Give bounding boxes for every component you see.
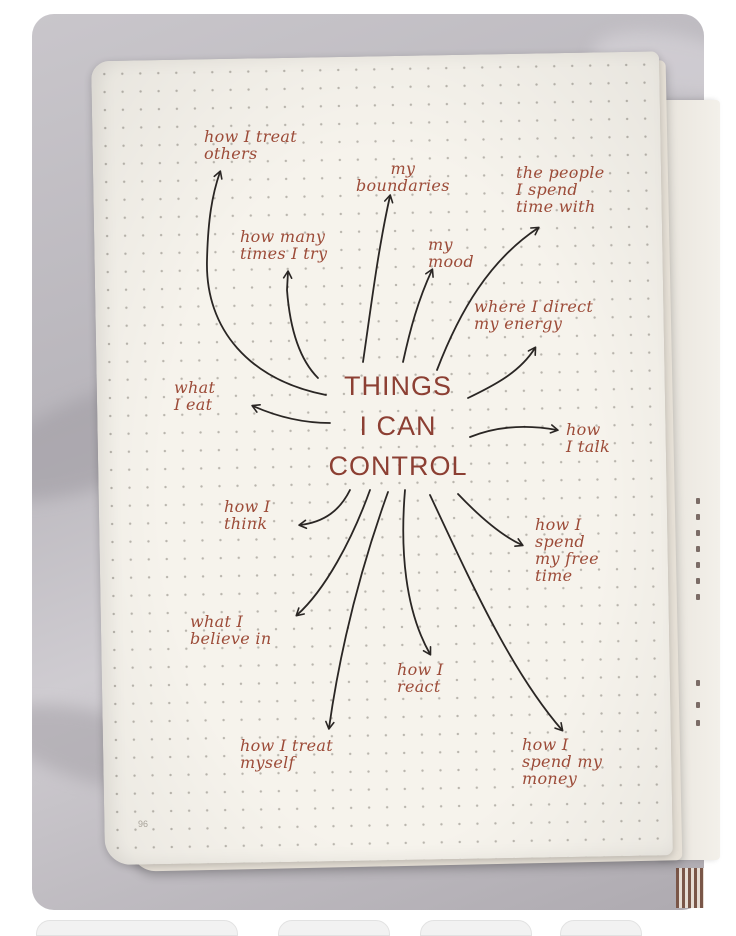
label-how-i-spend-free-time: how I spend my free time	[535, 515, 599, 585]
arrow-energy	[467, 346, 537, 399]
label-the-people: the people I spend time with	[516, 163, 605, 216]
arrow-others	[206, 170, 327, 396]
arrow-eat	[251, 403, 331, 424]
arrow-boundaries	[362, 194, 394, 363]
centre-title: THINGS I CAN CONTROL	[318, 366, 478, 486]
arrow-think	[298, 489, 351, 530]
bottom-tab-strip	[0, 914, 736, 936]
title-line-control: CONTROL	[328, 451, 468, 481]
arrow-money	[429, 494, 564, 732]
label-how-many-times: how many times I try	[240, 227, 328, 263]
margin-mark	[696, 578, 700, 584]
label-how-i-think: how I think	[224, 497, 271, 533]
notebook-binding	[676, 868, 704, 908]
bottom-tab[interactable]	[420, 920, 532, 936]
arrow-myself	[325, 491, 389, 730]
page-number: 96	[138, 819, 149, 829]
bottom-tab[interactable]	[36, 920, 238, 936]
label-what-i-believe: what I believe in	[190, 612, 272, 648]
margin-mark	[696, 680, 700, 686]
arrow-how-many	[282, 270, 319, 379]
margin-mark	[696, 594, 700, 600]
margin-mark	[696, 546, 700, 552]
label-how-i-spend-money: how I spend my money	[522, 735, 603, 788]
label-my-mood: my mood	[428, 235, 474, 271]
margin-mark	[696, 562, 700, 568]
arrow-mood	[402, 268, 434, 363]
title-line-things: THINGS	[343, 371, 452, 401]
label-how-i-react: how I react	[397, 660, 444, 696]
label-how-i-treat-others: how I treat others	[204, 127, 297, 163]
label-how-i-talk: how I talk	[566, 420, 610, 456]
margin-mark	[696, 702, 700, 708]
margin-mark	[696, 530, 700, 536]
label-my-boundaries: my boundaries	[356, 159, 450, 195]
arrow-free-time	[457, 493, 524, 547]
margin-mark	[696, 498, 700, 504]
arrow-people	[436, 226, 540, 371]
arrow-react	[402, 489, 432, 656]
label-where-i-direct: where I direct my energy	[474, 297, 594, 333]
margin-mark	[696, 720, 700, 726]
arrow-believe	[295, 489, 371, 617]
arrow-talk	[469, 424, 559, 438]
margin-mark	[696, 514, 700, 520]
label-what-i-eat: what I eat	[174, 378, 216, 414]
title-line-i-can: I CAN	[359, 411, 437, 441]
bottom-tab[interactable]	[278, 920, 390, 936]
bottom-tab[interactable]	[560, 920, 642, 936]
label-how-i-treat-myself: how I treat myself	[240, 736, 333, 772]
